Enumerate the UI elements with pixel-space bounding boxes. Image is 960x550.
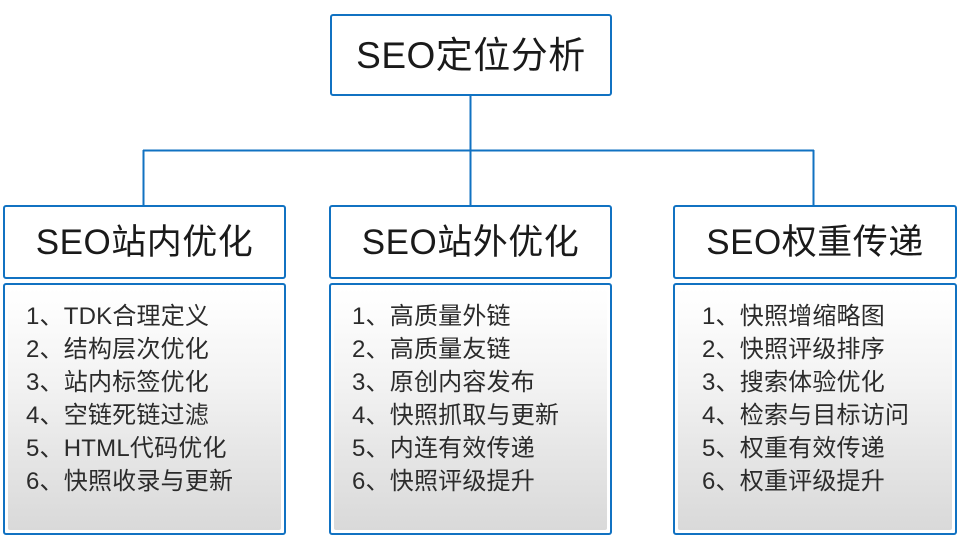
branch-3-title: SEO权重传递 xyxy=(706,222,924,262)
list-item: 3、原创内容发布 xyxy=(352,369,535,396)
branch-3-body: 1、快照增缩略图 2、快照评级排序 3、搜索体验优化 4、检索与目标访问 5、权… xyxy=(673,283,957,535)
branch-column-1[interactable]: SEO站内优化 1、TDK合理定义 2、结构层次优化 3、站内标签优化 4、空链… xyxy=(3,205,286,535)
branch-1-header[interactable]: SEO站内优化 xyxy=(3,205,286,279)
branch-2-header[interactable]: SEO站外优化 xyxy=(329,205,612,279)
branch-2-item-list: 1、高质量外链 2、高质量友链 3、原创内容发布 4、快照抓取与更新 5、内连有… xyxy=(334,300,607,498)
list-item: 1、快照增缩略图 xyxy=(702,303,885,330)
branch-2-body-panel: 1、高质量外链 2、高质量友链 3、原创内容发布 4、快照抓取与更新 5、内连有… xyxy=(334,288,607,530)
list-item: 5、权重有效传递 xyxy=(702,435,885,462)
list-item: 2、结构层次优化 xyxy=(26,336,209,363)
branch-3-header[interactable]: SEO权重传递 xyxy=(673,205,957,279)
root-node-title: SEO定位分析 xyxy=(356,34,586,76)
branch-1-body-panel: 1、TDK合理定义 2、结构层次优化 3、站内标签优化 4、空链死链过滤 5、H… xyxy=(8,288,281,530)
list-item: 5、内连有效传递 xyxy=(352,435,535,462)
branch-3-item-list: 1、快照增缩略图 2、快照评级排序 3、搜索体验优化 4、检索与目标访问 5、权… xyxy=(678,300,952,498)
branch-2-title: SEO站外优化 xyxy=(361,222,580,262)
list-item: 2、快照评级排序 xyxy=(702,336,885,363)
list-item: 4、快照抓取与更新 xyxy=(352,402,560,429)
list-item: 6、权重评级提升 xyxy=(702,468,885,495)
branch-3-body-panel: 1、快照增缩略图 2、快照评级排序 3、搜索体验优化 4、检索与目标访问 5、权… xyxy=(678,288,952,530)
list-item: 1、高质量外链 xyxy=(352,303,511,330)
list-item: 1、TDK合理定义 xyxy=(26,303,210,330)
list-item: 6、快照收录与更新 xyxy=(26,468,234,495)
list-item: 5、HTML代码优化 xyxy=(26,435,227,462)
list-item: 6、快照评级提升 xyxy=(352,468,535,495)
branch-column-3[interactable]: SEO权重传递 1、快照增缩略图 2、快照评级排序 3、搜索体验优化 4、检索与… xyxy=(673,205,957,535)
list-item: 3、搜索体验优化 xyxy=(702,369,885,396)
branch-column-2[interactable]: SEO站外优化 1、高质量外链 2、高质量友链 3、原创内容发布 4、快照抓取与… xyxy=(329,205,612,535)
list-item: 4、检索与目标访问 xyxy=(702,402,910,429)
branch-1-body: 1、TDK合理定义 2、结构层次优化 3、站内标签优化 4、空链死链过滤 5、H… xyxy=(3,283,286,535)
list-item: 3、站内标签优化 xyxy=(26,369,209,396)
branch-2-body: 1、高质量外链 2、高质量友链 3、原创内容发布 4、快照抓取与更新 5、内连有… xyxy=(329,283,612,535)
list-item: 2、高质量友链 xyxy=(352,336,511,363)
root-node[interactable]: SEO定位分析 xyxy=(330,14,612,96)
list-item: 4、空链死链过滤 xyxy=(26,402,209,429)
branch-1-item-list: 1、TDK合理定义 2、结构层次优化 3、站内标签优化 4、空链死链过滤 5、H… xyxy=(8,300,281,498)
branch-1-title: SEO站内优化 xyxy=(35,222,254,262)
